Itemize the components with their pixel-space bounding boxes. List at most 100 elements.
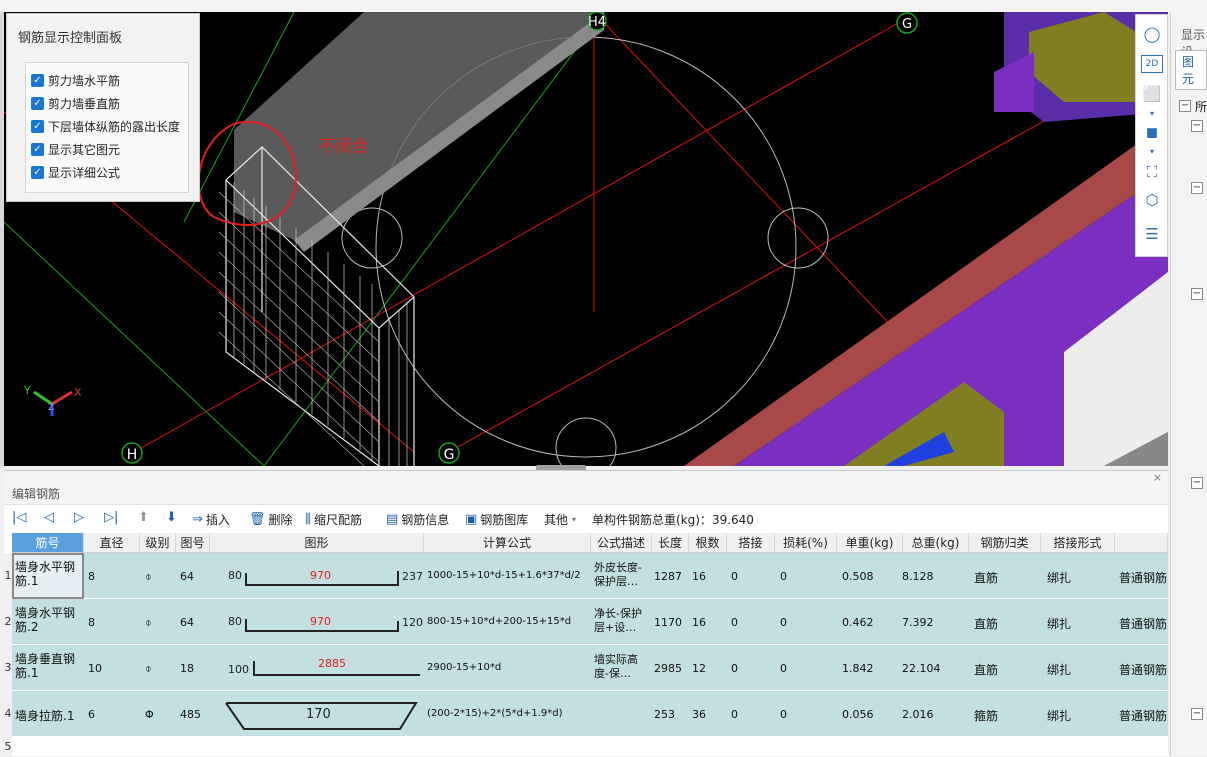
table-row[interactable] [12,599,1168,645]
col-header[interactable]: 钢筋归类 [969,533,1041,553]
cell-fig[interactable]: 485 [180,708,201,721]
cell-type[interactable]: 普通钢筋 [1119,571,1167,585]
cell-count[interactable]: 16 [692,570,706,583]
cell-unit-weight[interactable]: 1.842 [842,662,874,675]
col-header[interactable]: 直径(mm) [84,533,140,570]
col-header[interactable]: 公式描述 [591,533,652,553]
cell-name[interactable]: 墙身水平钢筋.1 [15,560,76,588]
first-record-icon[interactable]: |◁ [12,510,27,525]
move-down-icon[interactable]: ⬇ [166,510,177,525]
col-header[interactable]: 计算公式 [424,533,591,553]
cell-len[interactable]: 1287 [654,570,682,583]
cell-count[interactable]: 12 [692,662,706,675]
cell-category[interactable]: 箍筋 [974,709,999,723]
prev-record-icon[interactable]: ◁ [44,510,54,525]
cell-dia[interactable]: 10 [88,662,102,675]
cell-len[interactable]: 1170 [654,616,682,629]
cell-unit-weight[interactable]: 0.056 [842,708,874,721]
col-header[interactable]: 损耗(%) [775,533,837,553]
cell-grade[interactable]: Φ [145,708,154,721]
cell-type[interactable]: 普通钢筋 [1119,617,1167,631]
col-header[interactable]: 图号 [176,533,210,553]
cell-lap-form[interactable]: 绑扎 [1047,617,1072,631]
cell-grade[interactable]: ⌽ [145,616,152,629]
rebar-info-button[interactable]: ▤钢筋信息 [386,512,450,527]
cell-lap[interactable]: 0 [731,570,738,583]
cell-lap[interactable]: 0 [731,616,738,629]
cell-name[interactable]: 墙身垂直钢筋.1 [15,652,76,680]
cell-name[interactable]: 墙身水平钢筋.2 [15,606,76,634]
cell-fig[interactable]: 64 [180,570,194,583]
option-wall-horizontal[interactable]: ✓剪力墙水平筋 [31,71,120,89]
tree-expand-icon[interactable]: − [1191,182,1203,194]
tree-expand-icon[interactable]: − [1179,100,1191,112]
rebar-shape[interactable]: 170 [210,691,424,737]
cell-category[interactable]: 直筋 [974,663,999,677]
option-lower-exposed[interactable]: ✓下层墙体纵筋的露出长度 [31,117,180,135]
cell-name[interactable]: 墙身拉筋.1 [15,709,75,723]
checkbox-icon[interactable]: ✓ [31,142,44,156]
checkbox-icon[interactable]: ✓ [31,165,44,179]
cell-lap-form[interactable]: 绑扎 [1047,571,1072,585]
view-2d-icon[interactable]: 2D [1141,55,1163,73]
cell-formula[interactable]: 800-15+10*d+200-15+15*d [427,616,572,627]
col-header[interactable]: 长度 [652,533,689,553]
cell-loss[interactable]: 0 [780,616,787,629]
move-up-icon[interactable]: ⬆ [138,510,149,525]
rebar-shape[interactable]: 80 970 237 [210,553,424,599]
cell-grade[interactable]: ⌽ [145,570,152,583]
table-row[interactable] [12,691,1168,737]
checkbox-icon[interactable]: ✓ [31,119,44,133]
col-header[interactable]: 搭接 [727,533,775,553]
rebar-report-icon[interactable]: ☰ [1145,225,1159,243]
cell-loss[interactable]: 0 [780,570,787,583]
cell-desc[interactable]: 外皮长度-保护层… [594,561,642,588]
option-wall-vertical[interactable]: ✓剪力墙垂直筋 [31,94,120,112]
next-record-icon[interactable]: ▷ [74,510,84,525]
cell-type[interactable]: 普通钢筋 [1119,663,1167,677]
cell-total-weight[interactable]: 8.128 [902,570,934,583]
chevron-down-icon[interactable]: ▾ [1149,109,1154,118]
rebar-library-button[interactable]: ▣钢筋图库 [465,512,529,527]
cell-formula[interactable]: 1000-15+10*d-15+1.6*37*d/2 [427,570,581,581]
cell-total-weight[interactable]: 22.104 [902,662,941,675]
other-dropdown[interactable]: 其他▾ [544,513,577,527]
cell-formula[interactable]: (200-2*15)+2*(5*d+1.9*d) [427,708,563,719]
cell-desc[interactable]: 净长-保护层+设… [594,607,642,634]
col-header[interactable]: 根数 [689,533,727,553]
tree-expand-icon[interactable]: − [1191,120,1203,132]
cell-len[interactable]: 253 [654,708,675,721]
table-row[interactable] [12,553,1168,599]
cell-grade[interactable]: ⌽ [145,662,152,675]
cell-count[interactable]: 36 [692,708,706,721]
cell-category[interactable]: 直筋 [974,617,999,631]
right-tab-element[interactable]: 图元 [1175,50,1207,90]
col-header[interactable]: 级别 [140,533,176,553]
checkbox-icon[interactable]: ✓ [31,96,44,110]
col-header[interactable]: 筋号 [12,533,84,553]
checkbox-icon[interactable]: ✓ [31,73,44,87]
cell-unit-weight[interactable]: 0.462 [842,616,874,629]
cell-total-weight[interactable]: 7.392 [902,616,934,629]
cell-dia[interactable]: 6 [88,708,95,721]
close-icon[interactable]: × [1152,471,1162,484]
col-header[interactable]: 单重(kg) [837,533,903,553]
rebar-3d-icon[interactable]: ⬡ [1145,191,1159,209]
chevron-down-icon[interactable]: ▾ [1149,147,1154,156]
tree-expand-icon[interactable]: − [1191,708,1203,720]
rebar-shape[interactable]: 80 970 120 [210,599,424,645]
col-header[interactable]: 图形 [210,533,424,553]
3d-viewport[interactable]: H4 G H G Y X Z [4,12,1168,466]
fit-frame-icon[interactable]: ⛶ [1146,163,1158,181]
cell-type[interactable]: 普通钢筋 [1119,709,1167,723]
cell-desc[interactable]: 墙实际高度-保… [594,653,638,680]
option-show-formula[interactable]: ✓显示详细公式 [31,163,120,181]
cell-fig[interactable]: 18 [180,662,194,675]
rebar-shape[interactable]: 100 2885 [210,645,424,691]
cell-lap[interactable]: 0 [731,708,738,721]
selected-cell[interactable] [12,553,84,599]
panel-splitter[interactable] [536,465,586,471]
view-3d-solid-icon[interactable]: ◼ [1145,123,1159,141]
cell-len[interactable]: 2985 [654,662,682,675]
cell-fig[interactable]: 64 [180,616,194,629]
